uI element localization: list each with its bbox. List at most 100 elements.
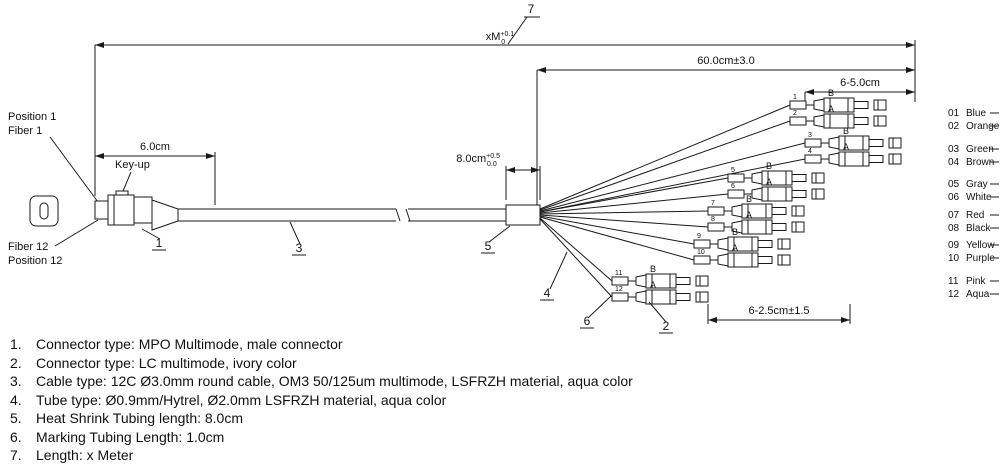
fiber-number-6: 6: [731, 183, 735, 190]
legend-color: Red: [966, 210, 984, 221]
note-7: 7. Length: x Meter: [10, 446, 990, 465]
fiber-number-12: 12: [615, 286, 623, 293]
lc-label-b: B: [650, 264, 656, 274]
fiber-number-11: 11: [615, 270, 622, 277]
legend-row: 06 White: [948, 192, 999, 203]
legend-num: 09: [948, 240, 960, 251]
legend-row: 05 Gray: [948, 179, 999, 190]
legend-color: Pink: [966, 276, 986, 287]
lc-ba-labels: B A B A B A B A B A B A: [650, 88, 849, 290]
mpo-front-view: [29, 195, 59, 227]
dimension-mpo-6cm: [95, 152, 216, 205]
lc-connector-10: [693, 252, 791, 268]
note-3: 3.Cable type: 12C Ø3.0mm round cable, OM…: [10, 372, 990, 391]
lc-label-b: B: [732, 227, 738, 237]
legend-row: 11 Pink: [948, 276, 999, 287]
lc-label-b: B: [746, 194, 752, 204]
lc-label-b: B: [843, 126, 849, 136]
position-leader-lines: [49, 136, 99, 247]
fiber12-label: Fiber 12: [8, 241, 48, 253]
lc-label-a: A: [843, 142, 849, 152]
legend-row: 01 Blue: [948, 108, 999, 119]
breakout-length-label: 60.0cm±3.0: [697, 55, 754, 67]
lc-connector-1: [789, 97, 887, 113]
lc-connector-12: [611, 289, 709, 305]
legend-num: 12: [948, 289, 960, 300]
legend-num: 08: [948, 223, 960, 234]
mpo-connector: [94, 190, 179, 231]
lc-connector-7: [707, 203, 805, 219]
note-number: 6.: [10, 428, 22, 445]
fiber-number-9: 9: [697, 233, 701, 240]
callout-5: 5: [485, 239, 492, 253]
lc-connector-8: [707, 219, 805, 235]
legend-color: Black: [966, 223, 991, 234]
marking-bottom-label: 6-2.5cm±1.5: [748, 305, 809, 317]
lc-connector-5: [727, 170, 825, 186]
note-number: 2.: [10, 354, 22, 371]
fiber-number-1: 1: [793, 94, 797, 101]
callout-2: 2: [663, 319, 670, 333]
fiber-number-4: 4: [808, 148, 812, 155]
fiber-color-legend: 01 Blue 02 Orange 03 Green 04 Brown 05 G…: [948, 108, 1000, 300]
callout-6: 6: [584, 314, 591, 328]
note-number: 1.: [10, 336, 22, 352]
tube-top-label: 6-5.0cm: [840, 77, 880, 89]
lc-connector-11: [611, 273, 709, 289]
note-5: 5. Heat Shrink Tubing length: 8.0cm: [10, 409, 990, 428]
dimension-overall-length: [94, 16, 916, 196]
position1-label: Position 1: [8, 111, 56, 123]
note-text: Length: x Meter: [36, 447, 134, 463]
legend-num: 05: [948, 179, 960, 190]
lc-connector-3: [804, 135, 902, 151]
lc-label-b: B: [766, 161, 772, 171]
legend-row: 10 Purple: [948, 253, 999, 264]
callout-7: 7: [528, 2, 535, 16]
note-number: 7.: [10, 447, 22, 463]
note-6: 6.Marking Tubing Length: 1.0cm: [10, 428, 990, 447]
dimension-breakout-60cm: [536, 67, 915, 207]
fiber-number-5: 5: [731, 167, 735, 174]
callout-4: 4: [544, 286, 551, 300]
fiber-numbers: 1 2 3 4 5 6 7 8 9 10 11 12: [615, 94, 812, 293]
spec-notes: 1.Connector type: MPO Multimode, male co…: [10, 335, 990, 465]
legend-color: Orange: [966, 121, 1000, 132]
legend-row: 02 Orange: [948, 121, 1000, 132]
fiber-number-7: 7: [711, 200, 715, 207]
lc-label-a: A: [746, 210, 752, 220]
lc-label-a: A: [732, 243, 738, 253]
legend-color: Gray: [966, 179, 988, 190]
legend-color: Yellow: [966, 240, 995, 251]
note-text: Tube type: Ø0.9mm/Hytrel, Ø2.0mm LSFRZH …: [36, 391, 447, 408]
legend-color: White: [966, 192, 992, 203]
legend-row: 03 Green: [948, 144, 999, 155]
legend-num: 02: [948, 121, 960, 132]
dimension-marking-bottom: [707, 304, 851, 324]
legend-num: 06: [948, 192, 960, 203]
legend-num: 07: [948, 210, 960, 221]
legend-color: Brown: [966, 157, 994, 168]
legend-row: 08 Black: [948, 223, 999, 234]
note-4: 4.Tube type: Ø0.9mm/Hytrel, Ø2.0mm LSFRZ…: [10, 391, 990, 410]
note-text: Heat Shrink Tubing length: 8.0cm: [36, 410, 244, 426]
legend-num: 11: [948, 276, 959, 287]
note-text: Cable type: 12C Ø3.0mm round cable, OM3 …: [36, 373, 633, 389]
legend-row: 09 Yellow: [948, 240, 999, 251]
lc-connector-4: [804, 151, 902, 167]
legend-row: 04 Brown: [948, 157, 999, 168]
legend-color: Aqua: [966, 289, 990, 300]
legend-num: 10: [948, 253, 960, 264]
callout-leaders: [141, 221, 673, 334]
fiber-number-3: 3: [808, 132, 812, 139]
note-number: 5.: [10, 410, 22, 426]
heat-shrink-tube: [505, 204, 541, 226]
note-text: Connector type: LC multimode, ivory colo…: [36, 354, 297, 371]
callout-1: 1: [156, 236, 163, 250]
fiber1-label: Fiber 1: [8, 125, 42, 137]
lc-connector-6: [727, 186, 825, 202]
position12-label: Position 12: [8, 255, 62, 267]
callout-3: 3: [296, 241, 303, 255]
